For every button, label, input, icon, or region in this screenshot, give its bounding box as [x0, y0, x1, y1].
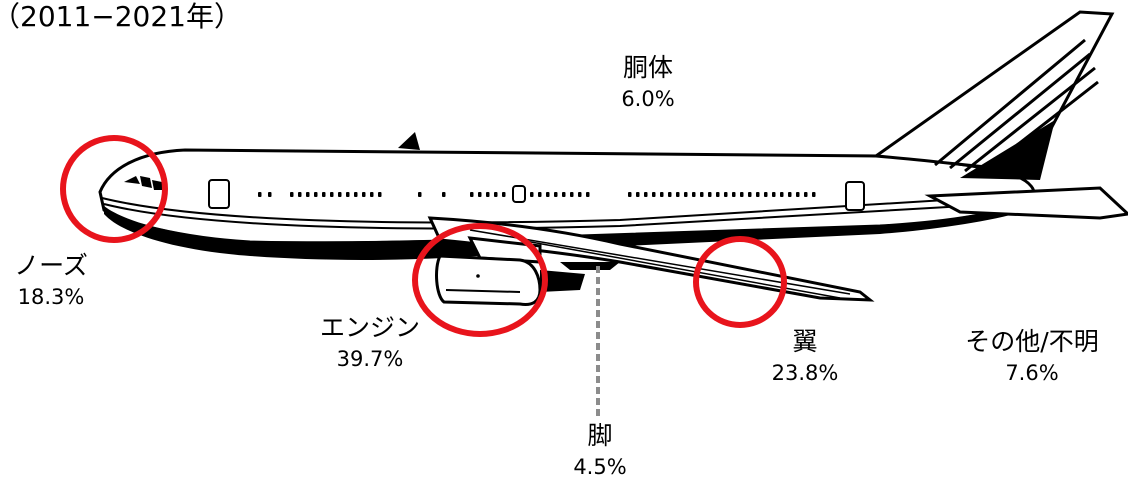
tail-dark [960, 120, 1055, 180]
chart-title: （2011−2021年） [0, 0, 242, 33]
engine-nacelle [435, 254, 542, 306]
engine-inlet-line [445, 289, 521, 293]
fuselage-name: 胴体 [622, 53, 673, 82]
wing-pct: 23.8% [771, 361, 839, 385]
h-stabilizer [924, 186, 1128, 220]
engine-pct: 39.7% [336, 347, 404, 371]
door-rear [845, 181, 865, 211]
nose-pct: 18.3% [17, 285, 85, 309]
cockpit-windows [124, 176, 162, 190]
nose-label: ノーズ 18.3% [6, 250, 96, 312]
fuselage-label: 胴体 6.0% [608, 52, 688, 114]
nose-highlight-circle [60, 135, 168, 243]
far-wing [398, 132, 420, 150]
wing-name: 翼 [792, 327, 818, 356]
other-name: その他/不明 [965, 327, 1099, 356]
gear-pct: 4.5% [573, 455, 627, 479]
tail-fin [871, 10, 1115, 171]
fuselage-pct: 6.0% [621, 87, 675, 111]
nose-name: ノーズ [14, 251, 88, 280]
other-label: その他/不明 7.6% [938, 326, 1126, 388]
engine-highlight-circle [412, 223, 548, 337]
engine-label: エンジン 39.7% [305, 312, 435, 374]
engine-name: エンジン [319, 313, 420, 342]
stripe-1 [101, 195, 1011, 224]
tail-stripes [934, 38, 1099, 176]
passenger-windows [258, 192, 816, 197]
gear-label: 脚 4.5% [570, 420, 630, 482]
gear-name: 脚 [587, 421, 613, 450]
wing-highlight-circle [693, 236, 787, 328]
door-front [208, 179, 230, 209]
other-pct: 7.6% [1005, 361, 1059, 385]
wing-label: 翼 23.8% [765, 326, 845, 388]
gear-bay [560, 262, 620, 270]
door-mid [512, 185, 526, 203]
stripe-2 [103, 203, 1001, 230]
belly-band [104, 200, 1030, 260]
engine-exhaust [540, 270, 585, 292]
